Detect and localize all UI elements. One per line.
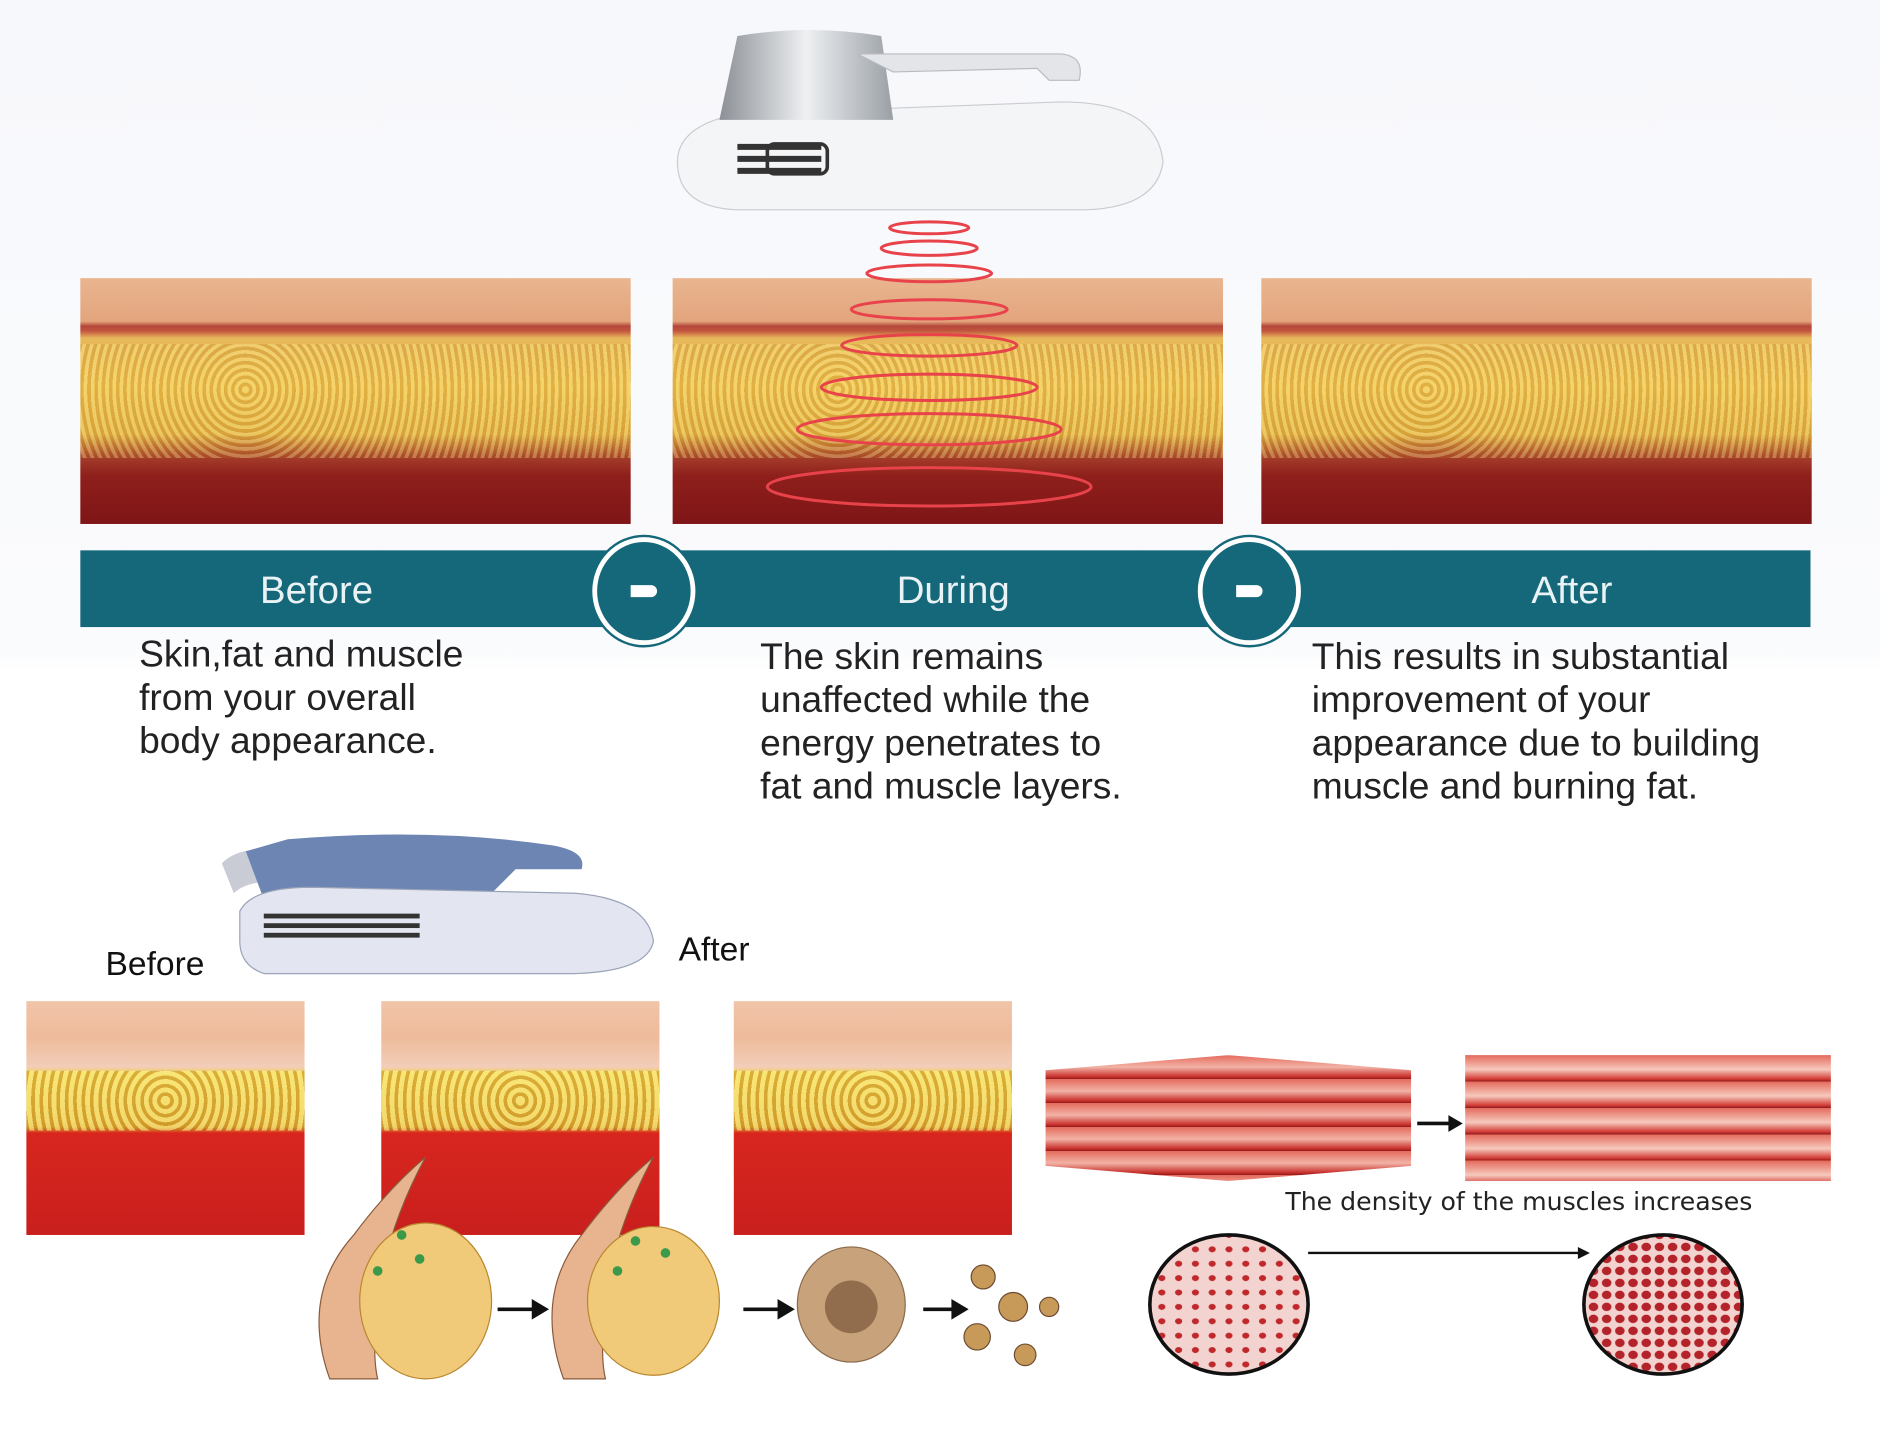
tissue-panel-before — [80, 278, 631, 524]
tissue-panel-after — [1261, 278, 1812, 524]
muscle-after — [1465, 1055, 1831, 1182]
description-line: energy penetrates to — [760, 721, 1102, 764]
bottom-after-label: After — [678, 930, 750, 968]
description-line: body appearance. — [139, 719, 437, 762]
arrow-right-icon — [1417, 1115, 1463, 1132]
energy-waves-icon — [765, 220, 1093, 508]
description-line: fat and muscle layers. — [760, 764, 1122, 807]
description-line: Skin,fat and muscle — [139, 633, 464, 676]
fat-cell-breakdown-icon — [318, 1156, 1060, 1380]
stage-banner — [80, 550, 1811, 628]
description-line: unaffected while the — [760, 678, 1091, 721]
muscle-before — [1045, 1055, 1412, 1182]
arrow-circle-icon — [1197, 537, 1301, 646]
tissue-block-before — [26, 1001, 305, 1235]
applicator-device-icon — [676, 29, 1164, 211]
description-line: from your overall — [139, 676, 416, 719]
applicator-device-blue-icon — [221, 834, 655, 975]
arrow-circle-icon — [592, 537, 696, 646]
description-line: The skin remains — [760, 635, 1044, 678]
bottom-before-label: Before — [105, 944, 205, 982]
stage-label-after: After — [1531, 568, 1613, 612]
description-line: appearance due to building — [1311, 721, 1761, 764]
description-line: muscle and burning fat. — [1311, 764, 1699, 807]
stage-label-before: Before — [260, 568, 374, 612]
muscle-cross-section-icon — [1148, 1233, 1744, 1376]
stage-label-during: During — [896, 568, 1010, 612]
muscle-density-caption: The density of the muscles increases — [1285, 1187, 1753, 1216]
description-line: improvement of your — [1311, 678, 1651, 721]
description-line: This results in substantial — [1311, 635, 1730, 678]
tissue-block-after — [733, 1001, 1012, 1235]
